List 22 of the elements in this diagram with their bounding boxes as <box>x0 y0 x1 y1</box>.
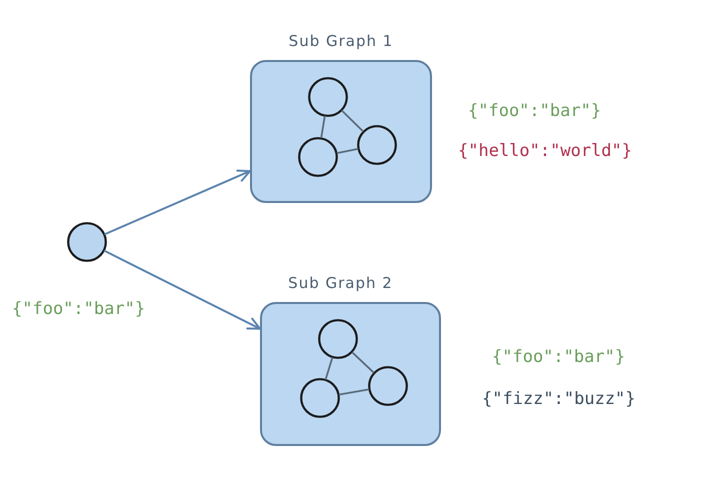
connector-line <box>341 110 364 132</box>
arrow <box>104 170 251 235</box>
circle-node <box>357 125 397 165</box>
connector-line <box>324 357 334 380</box>
key-value-text: {"fizz":"buzz"} <box>482 388 636 410</box>
key-value-text: {"foo":"bar"} <box>468 100 602 122</box>
circle-node <box>308 77 348 117</box>
subgraph-title: Sub Graph 1 <box>288 32 394 50</box>
key-value-text: {"foo":"bar"} <box>12 298 146 320</box>
connector-line <box>338 388 370 396</box>
connector-line <box>336 148 358 154</box>
circle-node <box>318 319 358 359</box>
key-value-text: {"hello":"world"} <box>458 140 632 162</box>
circle-node <box>67 222 107 262</box>
circle-node <box>300 378 340 418</box>
circle-node <box>298 137 338 177</box>
connector-line <box>320 116 326 138</box>
circle-node <box>368 366 408 406</box>
key-value-text: {"foo":"bar"} <box>492 346 626 368</box>
connector-line <box>352 352 374 374</box>
subgraph-title: Sub Graph 2 <box>288 274 393 292</box>
arrow <box>104 250 261 330</box>
